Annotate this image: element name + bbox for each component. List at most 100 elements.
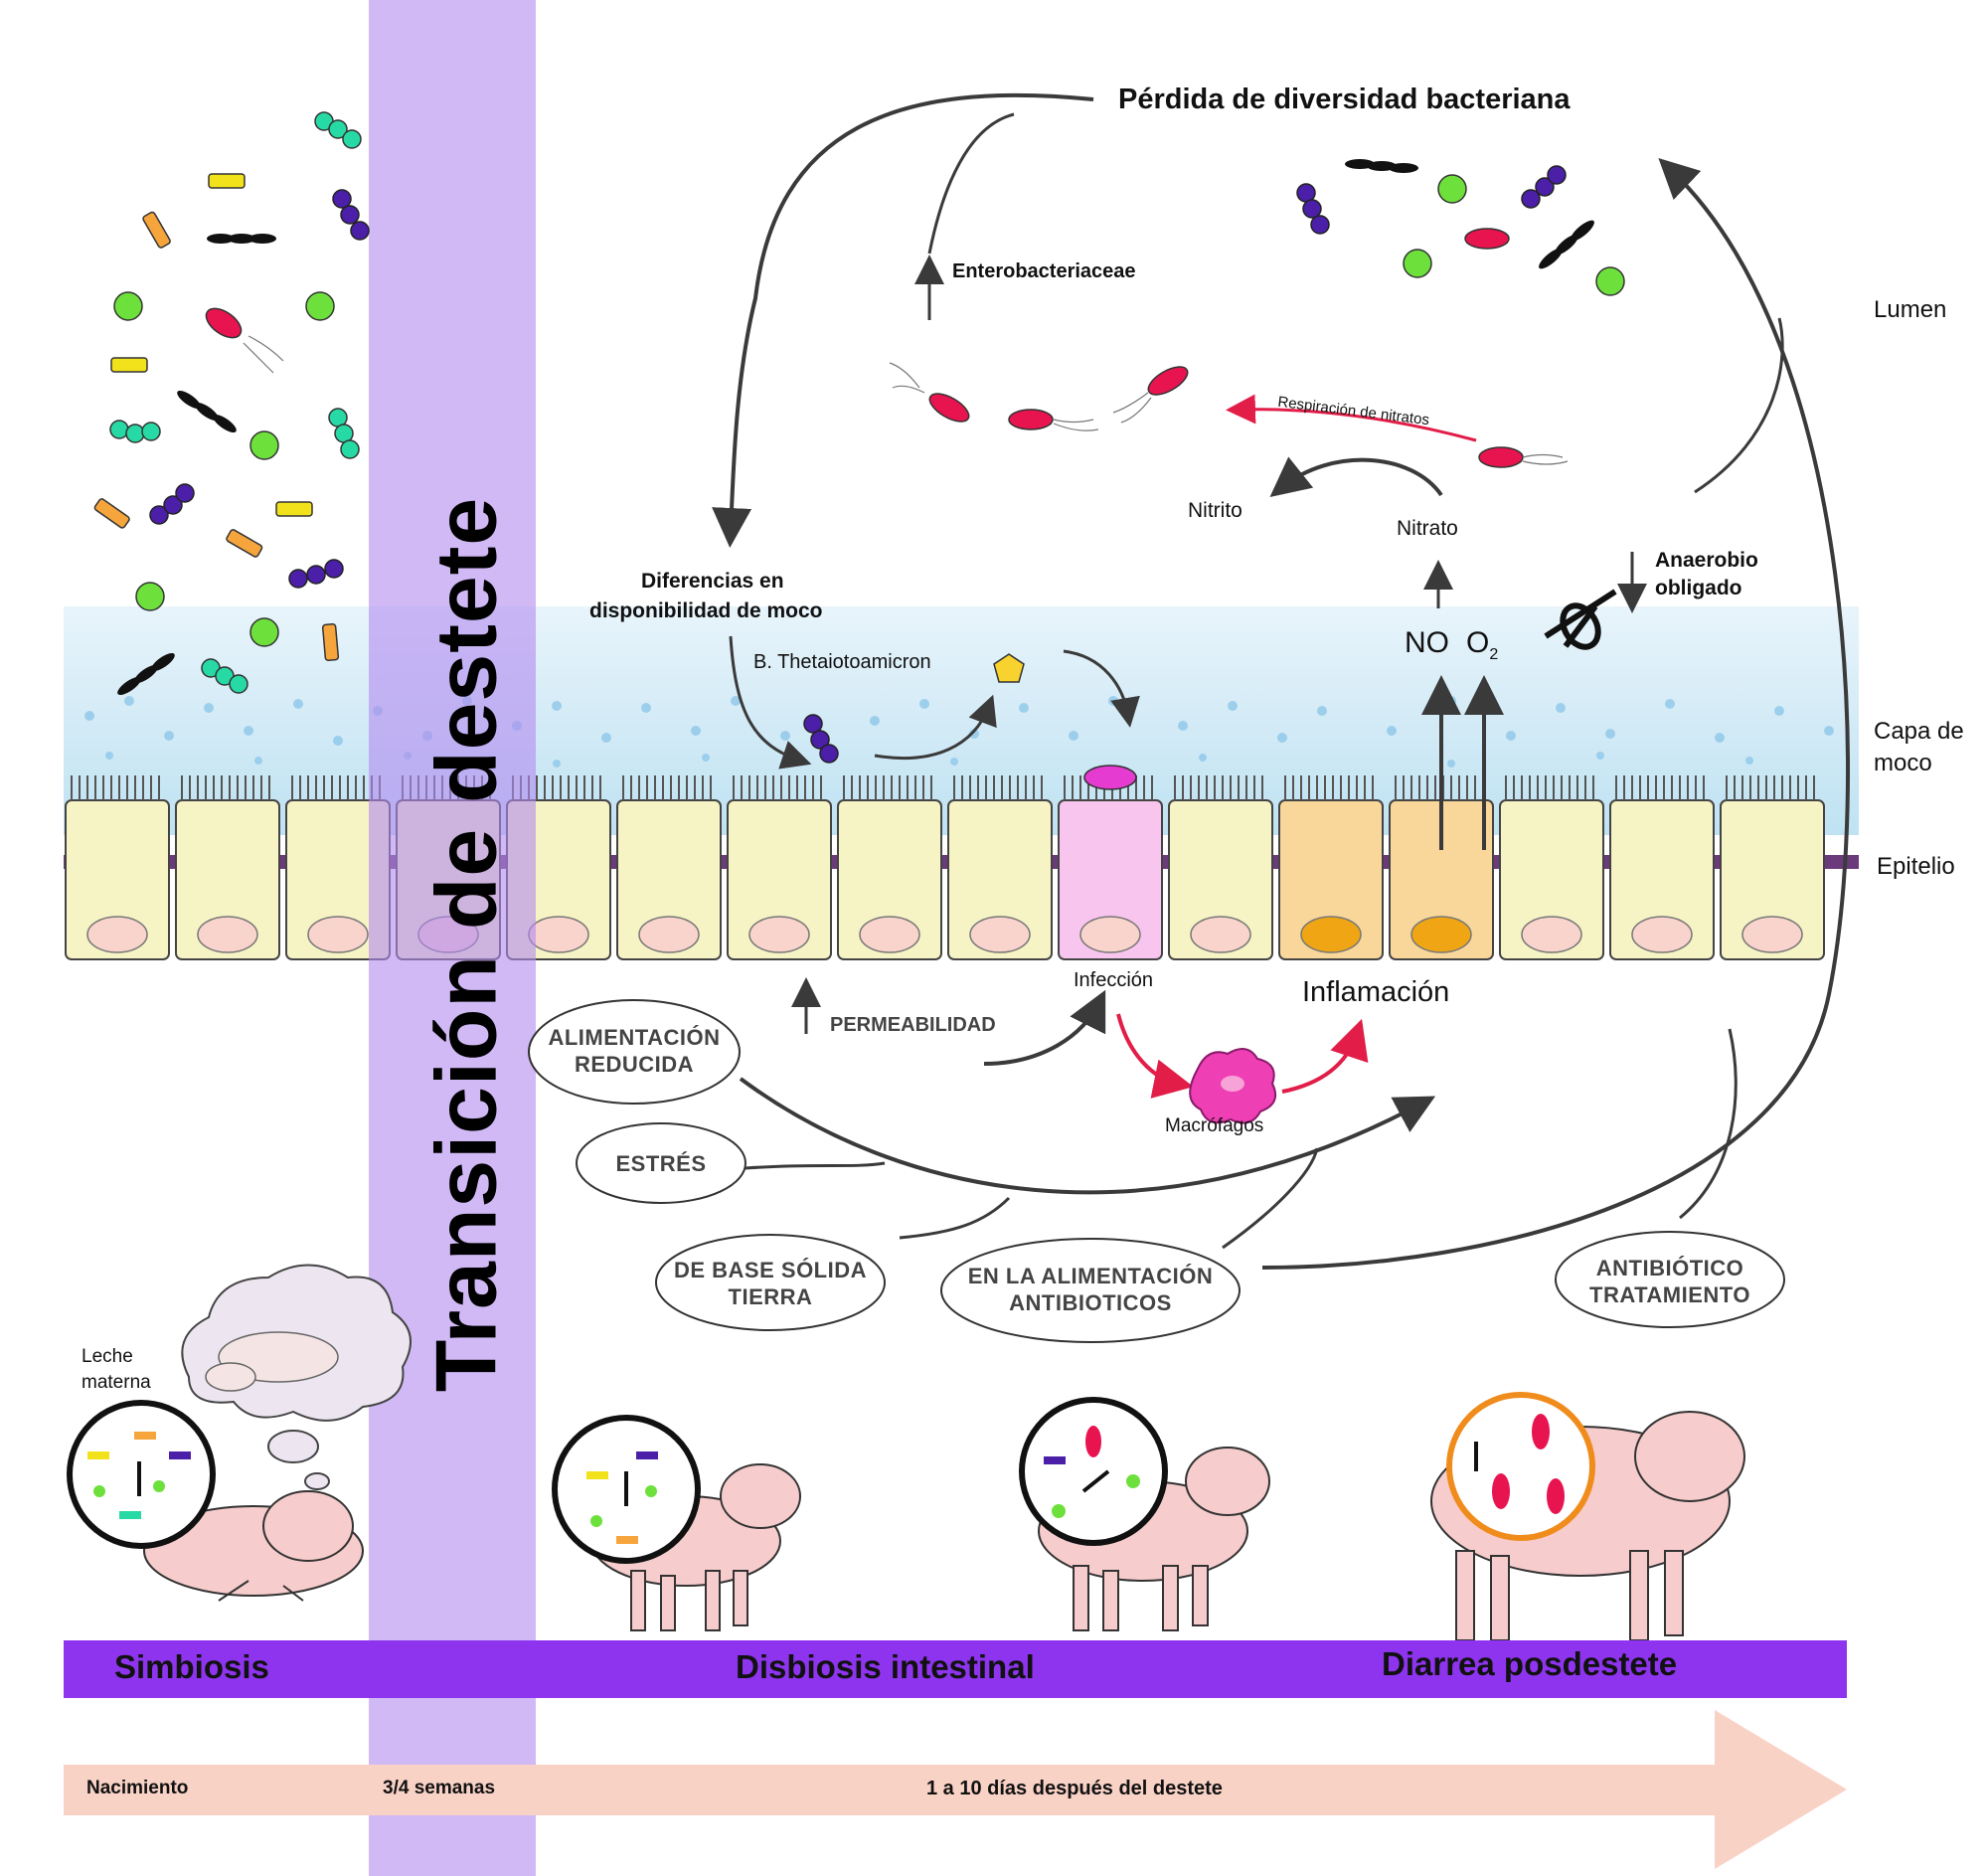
epithelial-cell [1168, 799, 1273, 960]
factor-antibiotic-treatment-line1: ANTIBIÓTICO [1595, 1256, 1744, 1280]
diagram-title: Pérdida de diversidad bacteriana [1118, 84, 1571, 115]
cell-nucleus [86, 916, 148, 953]
factor-solid-base-line2: TIERRA [728, 1284, 813, 1309]
cell-nucleus [1079, 916, 1141, 953]
mucus-to-btheta-arrow [729, 635, 812, 769]
cell-nucleus [1410, 916, 1472, 953]
cell-nucleus [1741, 916, 1803, 953]
timeline-weeks: 3/4 semanas [383, 1778, 496, 1798]
microbiota-circle-dysbiosis [1019, 1397, 1168, 1546]
mucus-diff-label-1: Diferencias en [641, 570, 784, 593]
mother-milk-label-1: Leche [82, 1346, 133, 1367]
stage-dysbiosis: Disbiosis intestinal [736, 1648, 1035, 1685]
stage-diarrhea: Diarrea posdestete [1382, 1645, 1678, 1682]
o2-label: O2 [1466, 626, 1498, 664]
epithelial-cell [947, 799, 1053, 960]
microbiota-circle-weaning [552, 1415, 701, 1564]
fucose-molecule-icon [993, 653, 1025, 683]
o2-subscript: 2 [1489, 646, 1499, 663]
inhibition-symbol [1544, 589, 1617, 650]
epithelial-cell [837, 799, 942, 960]
cell-nucleus [638, 916, 700, 953]
factor-solid-base-line1: DE BASE SÓLIDA [673, 1258, 868, 1282]
weaning-band [369, 0, 536, 1876]
mucus-glycans [84, 696, 1834, 767]
nitrite-label: Nitrito [1188, 499, 1242, 522]
stress-line [745, 1161, 886, 1170]
factor-feed-antibiotics-line1: EN LA ALIMENTACIÓN [967, 1264, 1214, 1288]
b-theta-bacterium [803, 714, 839, 764]
weaning-vertical-title: Transición de destete [418, 496, 515, 1393]
feed-antibiotic-line [1222, 1147, 1319, 1250]
btheta-label: B. Thetaiotoamicron [753, 651, 931, 673]
btheta-to-fucose-arrow [874, 694, 997, 761]
enterobacteriaceae-cluster [928, 366, 1524, 468]
cell-nucleus [197, 916, 258, 953]
microbiota-circle-symbiosis [67, 1400, 216, 1549]
infection-label: Infección [1074, 969, 1154, 991]
nitrate-respiration-arrow [1226, 394, 1477, 442]
factor-reduced-feed: ALIMENTACIÓN REDUCIDA [535, 1024, 734, 1078]
layer-lumen: Lumen [1874, 296, 1947, 323]
enterobacteriaceae-label: Enterobacteriaceae [952, 260, 1136, 282]
obligate-anaerobe-label-1: Anaerobio [1655, 549, 1758, 572]
mother-milk-label-2: materna [82, 1372, 151, 1393]
cell-nucleus [969, 916, 1031, 953]
epithelial-cell [1278, 799, 1384, 960]
cycle-arrow-left [712, 92, 1094, 548]
cell-nucleus [748, 916, 810, 953]
epithelial-cell [1499, 799, 1604, 960]
cell-nucleus [859, 916, 920, 953]
epithelial-cell [727, 799, 832, 960]
cell-nucleus [528, 916, 589, 953]
attached-pathogen [1083, 765, 1137, 790]
nitrate-to-nitrite-arrow [1269, 456, 1443, 497]
permeability-label: PERMEABILIDAD [830, 1014, 996, 1036]
factor-reduced-feed-line1: ALIMENTACIÓN [548, 1025, 721, 1050]
cell-nucleus [1521, 916, 1582, 953]
layer-mucus: Capa de moco [1874, 718, 1964, 776]
macrophage-to-inflammation-arrow [1281, 1018, 1369, 1094]
permeability-arrow [983, 989, 1106, 1066]
fucose-to-pathogen-arrow [1063, 649, 1140, 728]
factor-feed-antibiotics-line2: ANTIBIOTICOS [1009, 1290, 1172, 1315]
flagella [243, 335, 1569, 465]
epithelial-cell [175, 799, 280, 960]
layer-epithelium: Epitelio [1877, 853, 1955, 880]
epithelial-cell [1609, 799, 1715, 960]
epithelial-cell [1058, 799, 1163, 960]
factor-stress: ESTRÉS [615, 1151, 707, 1176]
microbiota-circle-diarrhea [1446, 1392, 1595, 1541]
factor-feed-antibiotics: EN LA ALIMENTACIÓN ANTIBIOTICOS [944, 1263, 1237, 1316]
epithelial-cell [1720, 799, 1825, 960]
nursing-piglets-icon [205, 1331, 339, 1392]
timeline-days: 1 a 10 días después del destete [926, 1778, 1223, 1799]
piglet-sleeping-icon [143, 1490, 364, 1602]
factor-antibiotic-treatment-line2: TRATAMIENTO [1589, 1282, 1750, 1307]
bacteria-top-right [1296, 159, 1625, 296]
cycle-arrow-right [1261, 157, 1851, 1270]
factor-ovals [528, 999, 1785, 1343]
factor-lines [739, 1077, 1436, 1195]
cell-nucleus [307, 916, 369, 953]
factor-reduced-feed-line2: REDUCIDA [574, 1052, 695, 1077]
no-label: NO [1405, 626, 1449, 659]
obligate-anaerobe-label-2: obligado [1655, 577, 1742, 599]
cell-nucleus [1300, 916, 1362, 953]
cycle-arrow-left-branch [927, 112, 1015, 255]
factor-solid-base: DE BASE SÓLIDA TIERRA [661, 1257, 880, 1310]
timeline-birth: Nacimiento [86, 1778, 189, 1798]
commensal-bacteria-left [93, 111, 370, 696]
cell-nucleus [1190, 916, 1251, 953]
nitrate-label: Nitrato [1397, 517, 1458, 540]
macrophages-label: Macrófagos [1165, 1115, 1264, 1136]
solid-base-line [899, 1196, 1011, 1240]
epithelial-cell [616, 799, 722, 960]
anaerobe-to-loss-arrow [1694, 317, 1784, 494]
o2-main: O [1466, 626, 1490, 659]
stage-bar [64, 1640, 1847, 1698]
epithelial-cell [65, 799, 170, 960]
treatment-line [1679, 1028, 1738, 1220]
timeline-arrow [64, 1710, 1847, 1869]
